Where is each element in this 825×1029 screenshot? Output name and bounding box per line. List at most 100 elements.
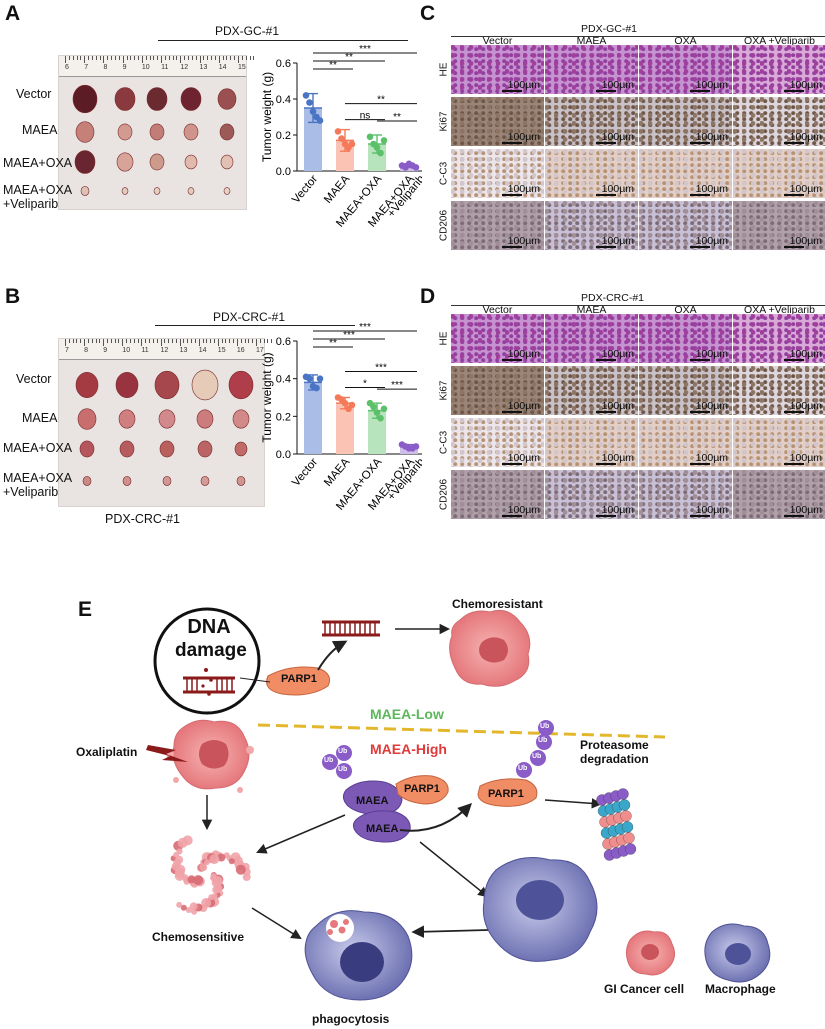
ruler-tick [76,56,78,60]
significance-label: ** [393,112,401,123]
apoptotic-body [180,904,187,911]
data-point [377,149,384,157]
panel-a-title: PDX-GC-#1 [215,24,280,38]
ihc-title-underline [451,36,825,37]
scale-bar [784,359,804,361]
scale-bar-label: 100µm [507,400,540,412]
ihc-tile: 100µm [451,45,544,94]
ihc-title: PDX-GC-#1 [581,23,638,35]
tumor-specimen [217,88,237,110]
tumor-specimen [220,154,234,170]
ruler-tick [187,339,189,343]
ruler-tick [80,339,82,343]
ruler-tick-label: 8 [84,347,88,354]
ruler-tick [213,339,215,343]
ruler-tick [107,339,109,343]
ruler-tick [130,56,132,60]
ruler-tick [195,56,197,60]
apoptotic-body [212,885,221,894]
legend-cancer-cell-icon [625,930,676,976]
tumor-specimen [149,153,165,171]
dna-damage-label: DNA [187,617,231,638]
ihc-tile: 100µm [733,418,825,467]
ruler-tick [153,56,155,60]
scale-bar [502,194,522,196]
tumor-specimen [158,409,176,429]
data-point [338,135,345,142]
apoptotic-body [175,864,186,875]
ruler-tick [199,56,201,63]
ruler-tick [152,339,154,343]
row-label-vector: Vector [16,87,52,101]
damage-label: damage [175,640,247,661]
scale-bar-label: 100µm [695,348,728,360]
apoptotic-body [235,864,246,875]
ruler-tick [171,339,173,343]
bar [304,382,322,454]
scale-bar-label: 100µm [789,348,822,360]
apoptotic-body [199,863,208,872]
scale-bar [690,411,710,413]
tumor-specimen [117,123,133,141]
ruler-tick [194,339,196,343]
proteasome-line1: Proteasome [580,738,649,752]
maea-label: MAEA [366,823,399,835]
ruler-tick [129,339,131,343]
significance-label: ** [377,95,385,106]
tumor-specimen [72,84,98,114]
ihc-tile: 100µm [545,470,638,519]
apoptotic-body [228,858,235,865]
scale-bar [502,246,522,248]
tumor-specimen [154,370,180,400]
ub-label: Ub [338,748,348,755]
tumor-specimen [153,187,161,195]
y-tick-label: 0.0 [276,166,291,178]
tumor-specimen [121,187,129,195]
ruler-tick [118,56,120,60]
ruler-tick-label: 13 [179,347,188,354]
data-point [370,403,377,411]
scale-bar [784,463,804,465]
scale-bar-label: 100µm [789,131,822,143]
ruler-tick [133,339,135,343]
data-point [348,140,356,148]
apoptotic-body [189,902,198,911]
ub-label: Ub [538,737,548,744]
parp1-blob [266,666,331,696]
data-point [412,164,420,171]
tumor-specimen [197,440,213,458]
arrow-to-chemosensitive [256,814,346,854]
ruler-tick [122,339,124,346]
ruler-tick [230,56,232,60]
row-label-line1: MAEA+OXA [3,183,73,197]
bar [304,108,322,171]
ruler-tick [191,339,193,343]
arrow-macrophage-to-phago [411,925,489,939]
ihc-column-label: MAEA [576,35,607,47]
ihc-tile: 100µm [639,149,732,198]
row-label-maea: MAEA [22,411,58,425]
ruler-tick [211,56,213,60]
apoptotic-body [182,874,189,881]
ruler-tick-label: 14 [198,347,207,354]
parp1-label: PARP1 [281,673,317,685]
ruler-tick [126,56,128,60]
scale-bar [784,90,804,92]
ruler-tick [222,56,224,60]
panel-b-title: PDX-CRC-#1 [213,310,286,324]
proteasome-label: Proteasome degradation [580,738,649,766]
ihc-tile: 100µm [733,201,825,250]
significance-label: ns [360,111,371,122]
ruler-tick [229,339,231,343]
tumor-specimen [118,409,136,429]
ruler-tick [226,56,228,60]
significance-label: *** [359,45,371,55]
ruler-tick [236,339,238,346]
panel-letter-b: B [5,285,21,308]
legend-macrophage-icon [704,923,771,983]
data-point [306,99,313,106]
scale-bar-label: 100µm [507,183,540,195]
significance-label: *** [359,323,371,333]
